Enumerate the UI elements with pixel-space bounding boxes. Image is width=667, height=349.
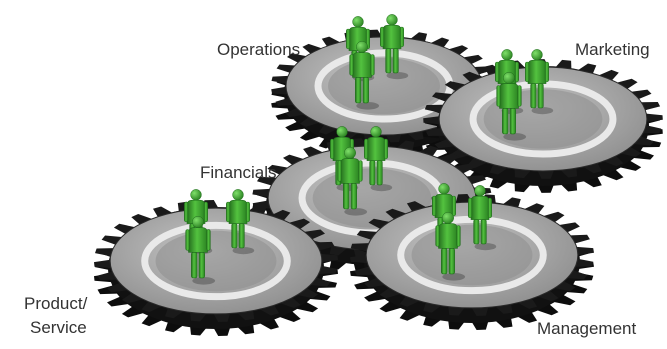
- label-product-service-line1: Product/: [24, 294, 88, 313]
- gear-management-person-2: [468, 185, 497, 251]
- gear-management-person-3: [435, 211, 466, 281]
- gear-marketing: [423, 49, 663, 193]
- gear-operations-person-2: [380, 14, 409, 80]
- label-operations: Operations: [217, 40, 301, 59]
- gear-operations-person-3: [349, 40, 380, 110]
- gear-marketing-person-2: [525, 49, 554, 115]
- gear-marketing-person-3: [496, 71, 527, 141]
- gear-product-service-person-3: [185, 215, 216, 285]
- label-management: Management: [537, 319, 637, 338]
- label-marketing: Marketing: [575, 40, 650, 59]
- gear-product-service-person-2: [226, 189, 255, 255]
- gear-financials-person-2: [364, 126, 393, 192]
- gear-product-service: [94, 189, 338, 336]
- gear-financials-person-3: [337, 146, 368, 216]
- gear-management: [350, 183, 594, 330]
- label-product-service-line2: Service: [30, 318, 87, 337]
- label-financials: Financials: [200, 163, 277, 182]
